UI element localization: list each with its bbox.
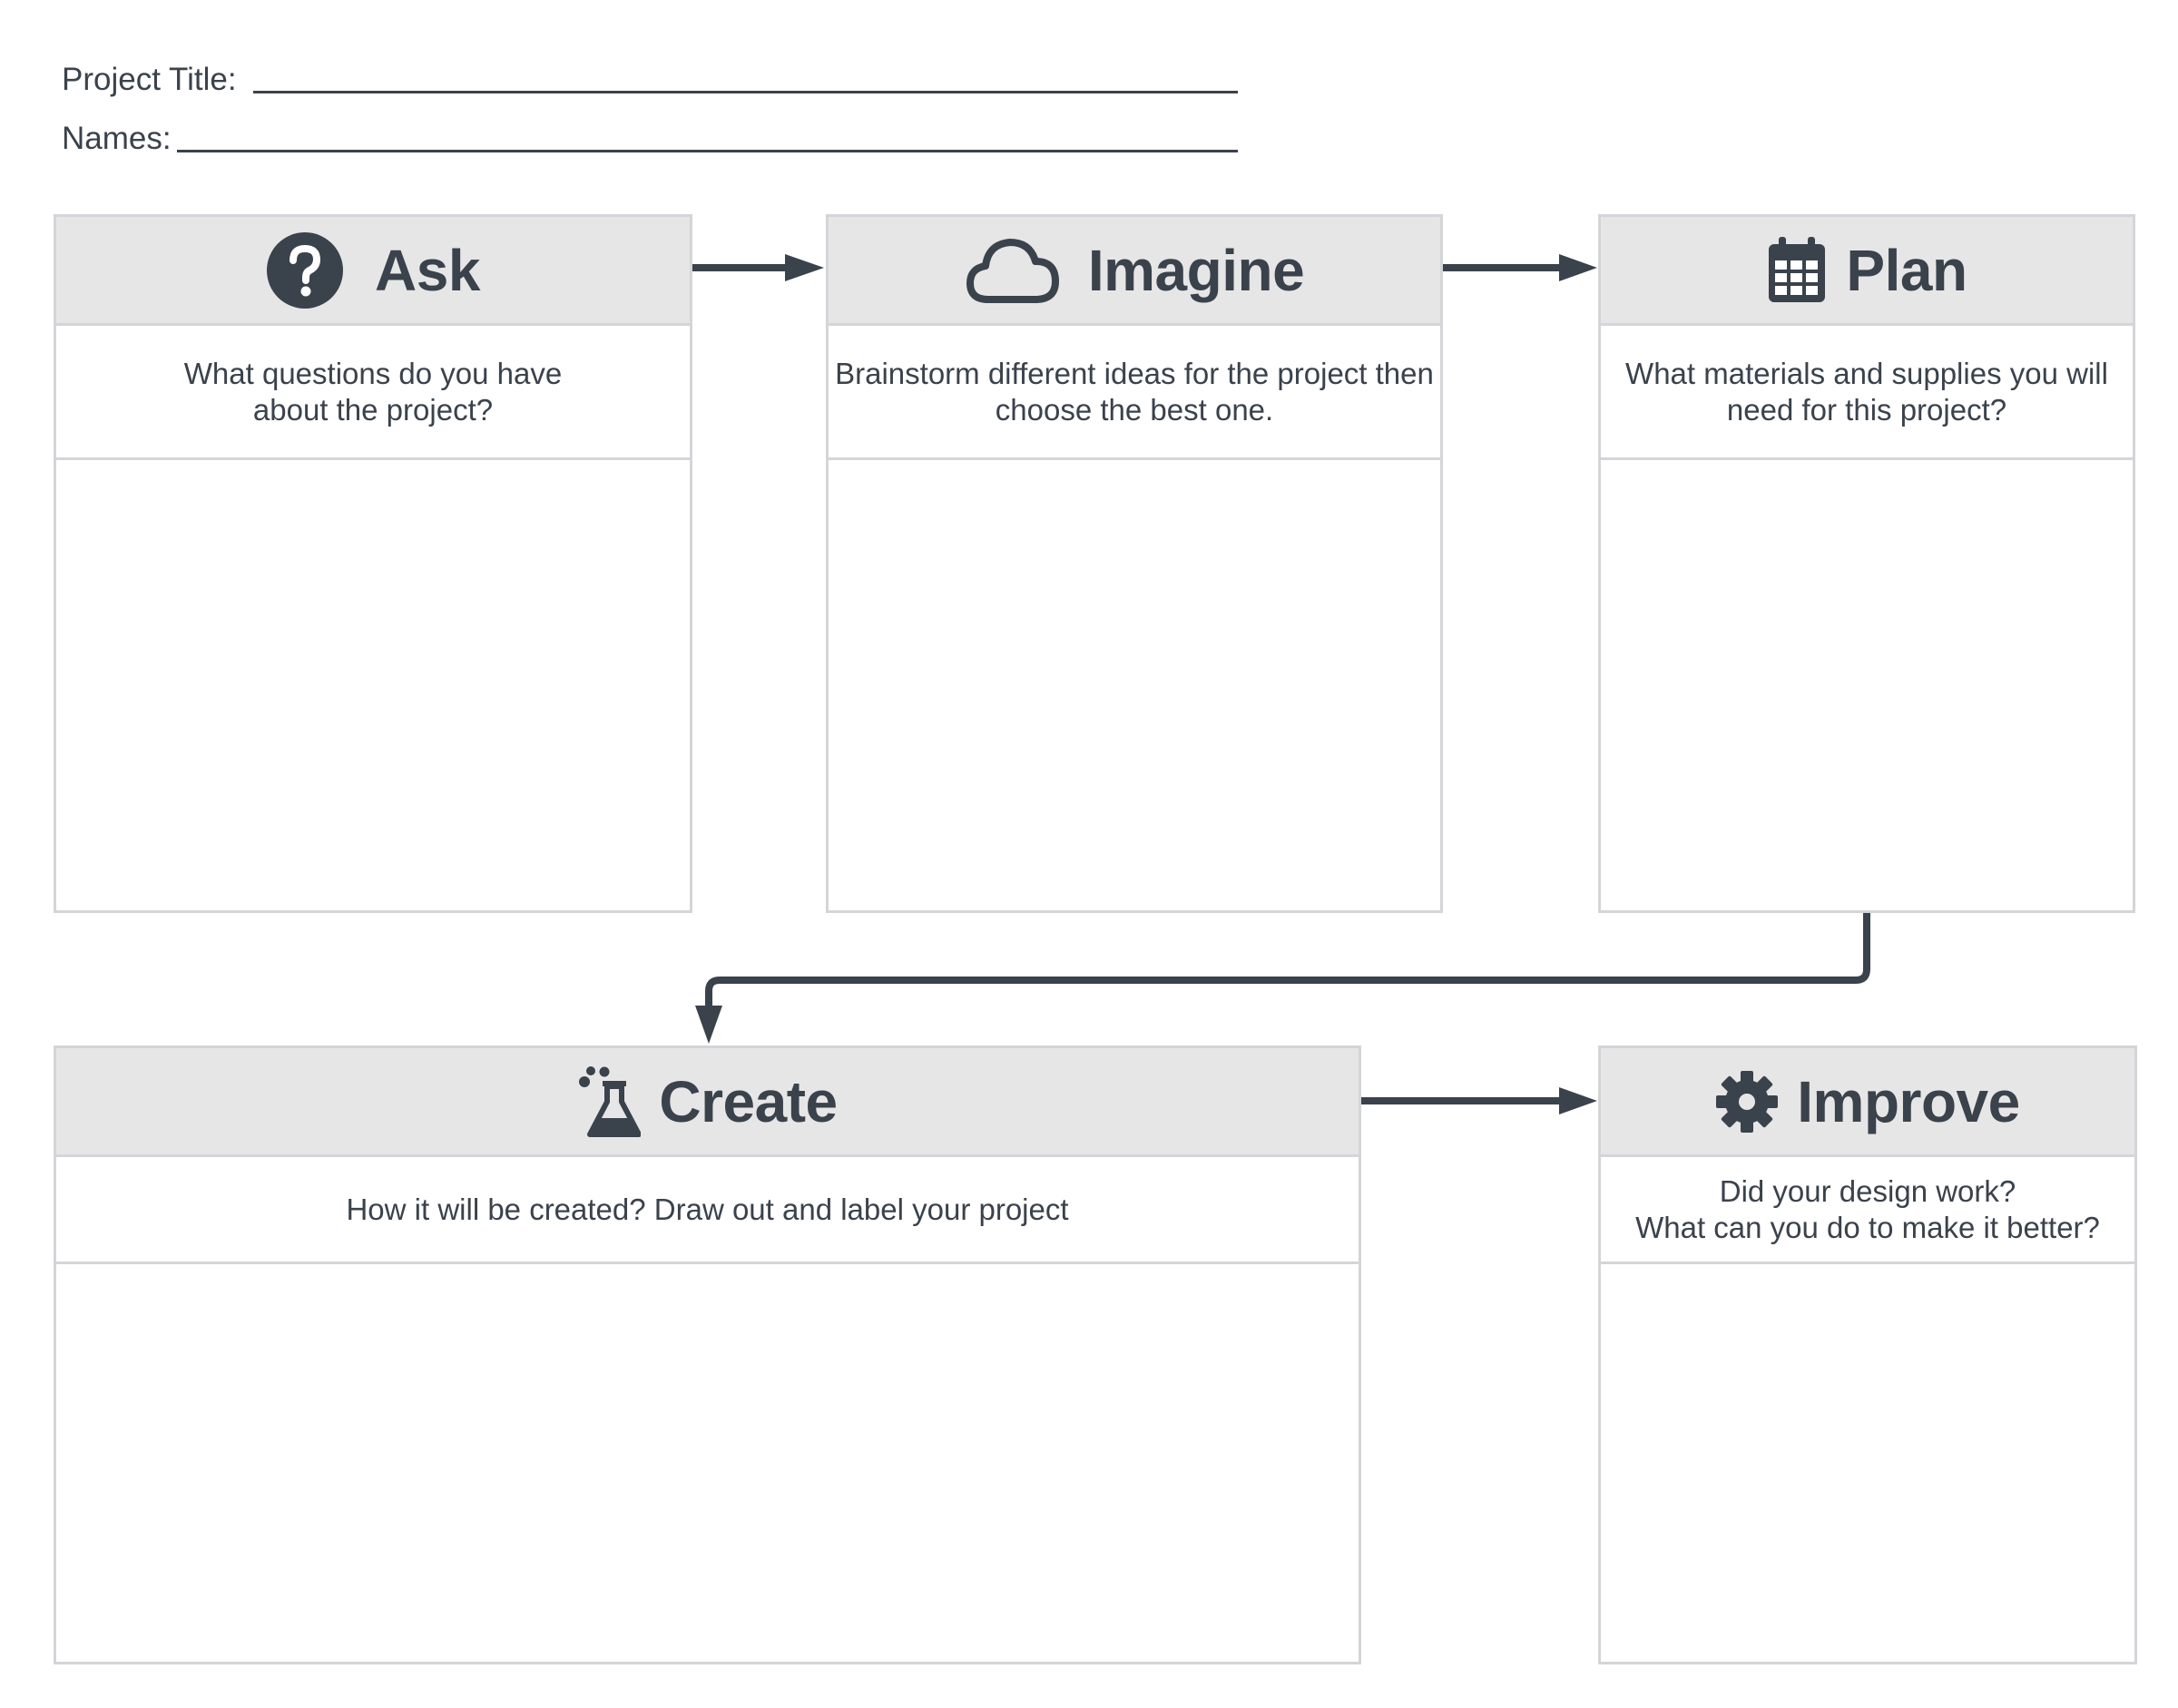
step-header-ask: Ask: [56, 217, 690, 326]
step-card-create: Create How it will be created? Draw out …: [54, 1045, 1361, 1664]
step-prompt-text-ask: What questions do you have about the pro…: [183, 356, 563, 427]
step-answer-area-ask[interactable]: [56, 460, 690, 910]
step-card-ask: Ask What questions do you have about the…: [54, 214, 692, 913]
cloud-icon: [965, 236, 1061, 305]
gear-icon: [1715, 1070, 1779, 1134]
project-title-field[interactable]: Project Title:: [62, 62, 1241, 98]
arrow-ask-to-imagine: [692, 254, 824, 281]
arrow-imagine-to-plan: [1443, 254, 1597, 281]
step-answer-area-imagine[interactable]: [829, 460, 1440, 910]
step-header-improve: Improve: [1601, 1048, 2134, 1157]
names-label: Names:: [62, 121, 172, 156]
step-prompt-text-plan: What materials and supplies you will nee…: [1625, 356, 2108, 427]
step-prompt-plan: What materials and supplies you will nee…: [1601, 326, 2133, 460]
project-title-blank[interactable]: [253, 91, 1238, 93]
step-card-imagine: Imagine Brainstorm different ideas for t…: [826, 214, 1443, 913]
question-circle-icon: [266, 231, 344, 309]
step-prompt-ask: What questions do you have about the pro…: [56, 326, 690, 460]
flask-icon: [577, 1065, 642, 1138]
names-field[interactable]: Names:: [62, 121, 1241, 157]
step-title-imagine: Imagine: [1087, 237, 1305, 303]
step-header-imagine: Imagine: [829, 217, 1440, 326]
step-prompt-create: How it will be created? Draw out and lab…: [56, 1157, 1359, 1264]
step-title-plan: Plan: [1846, 237, 1967, 303]
step-title-improve: Improve: [1797, 1068, 2020, 1134]
step-prompt-text-improve: Did your design work? What can you do to…: [1635, 1173, 2100, 1244]
names-blank[interactable]: [177, 150, 1238, 152]
step-answer-area-create[interactable]: [56, 1264, 1359, 1662]
step-prompt-text-create: How it will be created? Draw out and lab…: [346, 1192, 1069, 1226]
project-title-label: Project Title:: [62, 62, 237, 97]
arrow-plan-to-create: [695, 913, 1870, 1044]
step-header-create: Create: [56, 1048, 1359, 1157]
step-answer-area-plan[interactable]: [1601, 460, 2133, 910]
step-title-create: Create: [659, 1068, 838, 1134]
step-title-ask: Ask: [375, 237, 480, 303]
step-card-plan: Plan What materials and supplies you wil…: [1598, 214, 2135, 913]
step-prompt-imagine: Brainstorm different ideas for the proje…: [829, 326, 1440, 460]
arrow-create-to-improve: [1361, 1087, 1597, 1114]
calendar-icon: [1766, 236, 1828, 305]
step-card-improve: Improve Did your design work? What can y…: [1598, 1045, 2137, 1664]
step-answer-area-improve[interactable]: [1601, 1264, 2134, 1662]
step-header-plan: Plan: [1601, 217, 2133, 326]
step-prompt-text-imagine: Brainstorm different ideas for the proje…: [835, 356, 1434, 427]
step-prompt-improve: Did your design work? What can you do to…: [1601, 1157, 2134, 1264]
